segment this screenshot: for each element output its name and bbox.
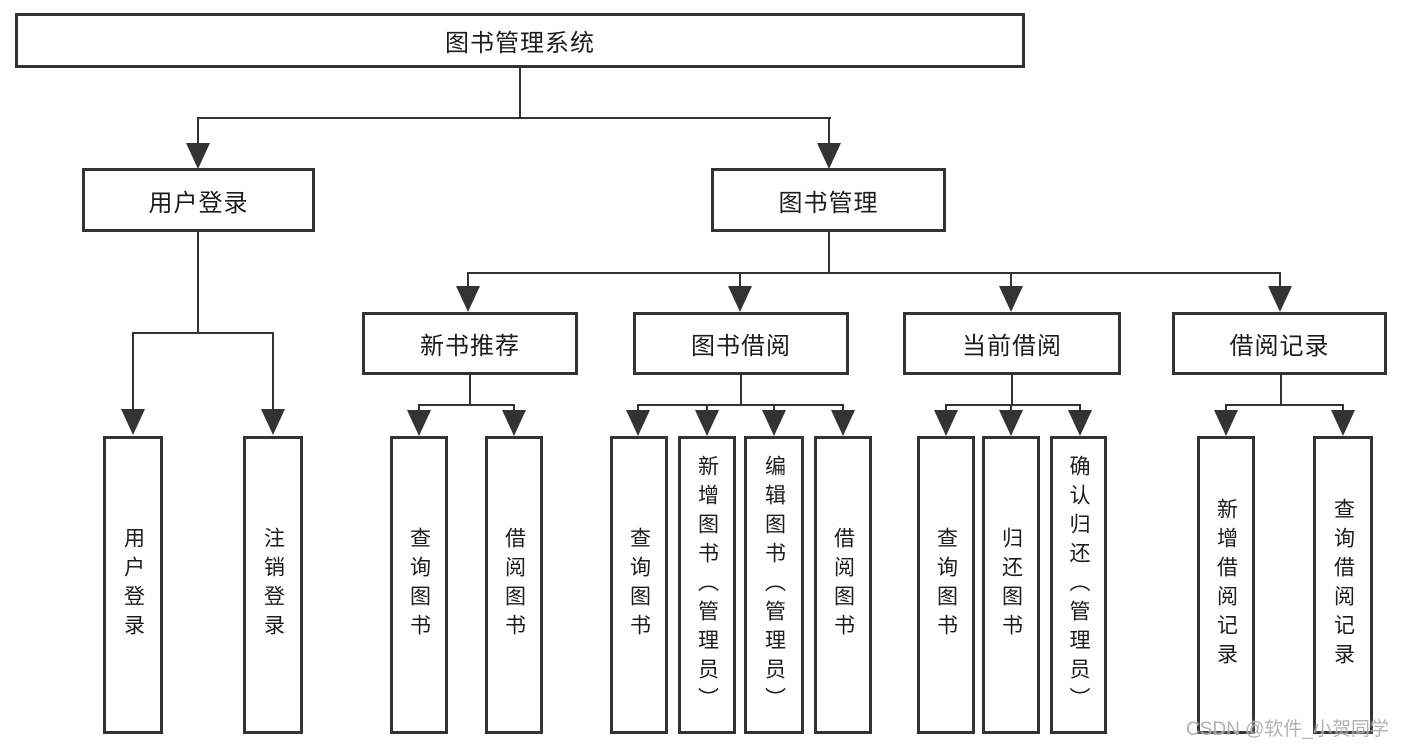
node-root-system: 图书管理系统 (15, 13, 1025, 68)
arrow-head (502, 410, 526, 436)
connector-line (1225, 404, 1344, 406)
connector-line (706, 405, 708, 413)
node-book-management-branch: 图书管理 (711, 168, 946, 232)
connector-line (519, 68, 521, 119)
node-borrow-record: 借阅记录 (1172, 312, 1387, 375)
arrow-head (831, 410, 855, 436)
connector-line (1011, 375, 1013, 406)
arrow-head (407, 410, 431, 436)
connector-line (1280, 375, 1282, 406)
arrow-head (999, 410, 1023, 436)
leaf-add-book-admin: 新增图书（管理员） (678, 436, 736, 734)
arrow-head (626, 410, 650, 436)
leaf-query-book-2: 查询图书 (610, 436, 668, 734)
node-book-borrow-label: 图书借阅 (691, 333, 791, 360)
leaf-add-borrow-record: 新增借阅记录 (1197, 436, 1255, 734)
connector-line (945, 405, 947, 413)
connector-line (467, 272, 1281, 274)
arrow-head (695, 410, 719, 436)
connector-line (132, 332, 274, 334)
connector-line (739, 273, 741, 288)
leaf-user-login: 用户登录 (103, 436, 163, 734)
connector-line (1079, 405, 1081, 413)
connector-line (418, 405, 420, 413)
leaf-borrow-book-1: 借阅图书 (485, 436, 543, 734)
node-book-borrow: 图书借阅 (633, 312, 849, 375)
connector-line (828, 118, 830, 145)
connector-line (469, 375, 471, 406)
leaf-borrow-book-2: 借阅图书 (814, 436, 872, 734)
arrow-head (121, 409, 145, 435)
connector-line (197, 117, 831, 119)
arrow-head (1331, 410, 1355, 436)
connector-line (1225, 405, 1227, 413)
connector-line (773, 405, 775, 413)
arrow-head (456, 286, 480, 312)
node-new-book-recommend: 新书推荐 (362, 312, 578, 375)
leaf-return-book: 归还图书 (982, 436, 1040, 734)
connector-line (1010, 405, 1012, 413)
arrow-head (934, 410, 958, 436)
connector-line (132, 333, 134, 410)
connector-line (272, 333, 274, 410)
arrow-head (1068, 410, 1092, 436)
connector-line (1010, 273, 1012, 288)
arrow-head (728, 286, 752, 312)
connector-line (1279, 273, 1281, 288)
connector-line (945, 404, 1081, 406)
node-current-borrow: 当前借阅 (903, 312, 1121, 375)
node-book-management-branch-label: 图书管理 (778, 189, 879, 217)
leaf-edit-book-admin: 编辑图书（管理员） (744, 436, 804, 734)
connector-line (637, 404, 844, 406)
arrow-head (261, 409, 285, 435)
connector-line (842, 405, 844, 413)
node-user-login-branch: 用户登录 (82, 168, 315, 232)
connector-line (197, 118, 199, 145)
connector-line (828, 232, 830, 274)
node-borrow-record-label: 借阅记录 (1229, 333, 1330, 360)
node-current-borrow-label: 当前借阅 (962, 333, 1062, 360)
connector-line (513, 405, 515, 413)
leaf-logout: 注销登录 (243, 436, 303, 734)
arrow-head (1268, 286, 1292, 312)
arrow-head (186, 143, 210, 169)
connector-line (637, 405, 639, 413)
leaf-query-book-3: 查询图书 (917, 436, 975, 734)
arrow-head (762, 410, 786, 436)
connector-line (197, 232, 199, 334)
connector-line (467, 273, 469, 288)
leaf-query-book-1: 查询图书 (390, 436, 448, 734)
connector-line (740, 375, 742, 406)
connector-line (418, 404, 515, 406)
connector-line (1342, 405, 1344, 413)
arrow-head (817, 143, 841, 169)
node-root-label: 图书管理系统 (445, 30, 595, 57)
arrow-head (999, 286, 1023, 312)
leaf-query-borrow-record: 查询借阅记录 (1313, 436, 1373, 734)
node-new-book-recommend-label: 新书推荐 (420, 333, 520, 360)
node-user-login-branch-label: 用户登录 (148, 189, 249, 217)
leaf-confirm-return-admin: 确认归还（管理员） (1050, 436, 1107, 734)
arrow-head (1214, 410, 1238, 436)
csdn-watermark: CSDN @软件_小贺同学 (1186, 719, 1389, 740)
